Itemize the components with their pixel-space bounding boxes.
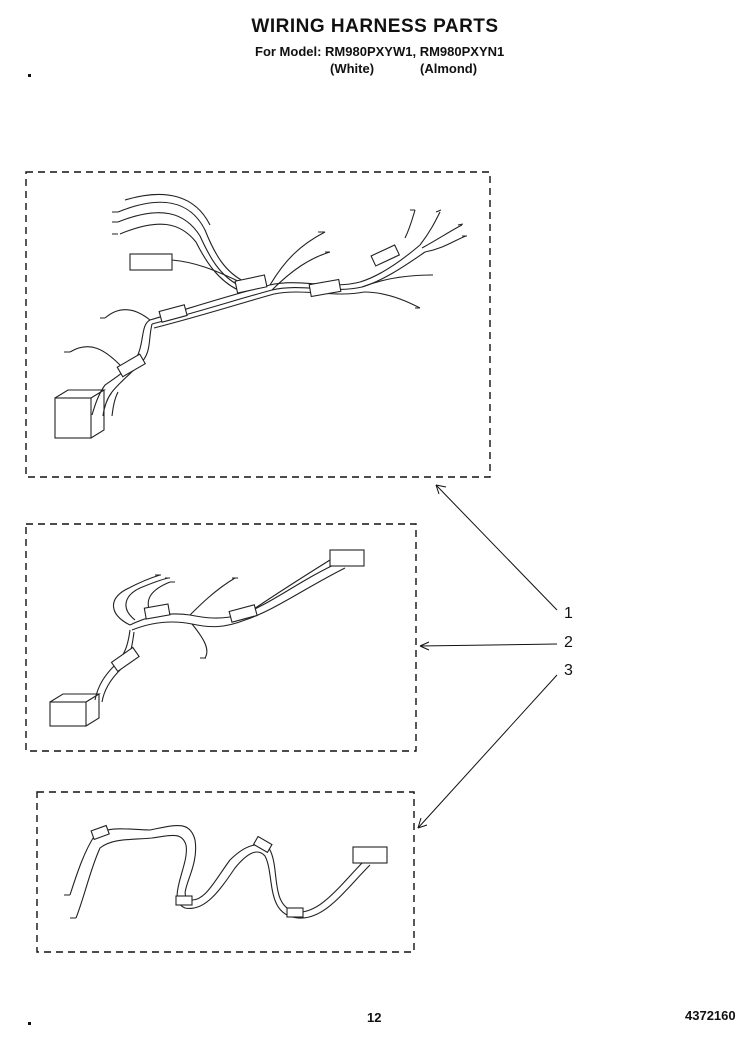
color-white-label: (White)	[330, 61, 375, 76]
leader-lines	[417, 484, 558, 829]
connector-block	[329, 549, 365, 567]
connector-block	[352, 846, 388, 864]
model-line: For Model: RM980PXYW1, RM980PXYN1	[255, 44, 505, 59]
color-almond-label: (Almond)	[420, 61, 478, 76]
sleeve	[158, 304, 188, 323]
sleeve	[370, 244, 401, 267]
plug-block	[49, 701, 87, 727]
page-number: 12	[367, 1010, 382, 1025]
sleeve	[110, 646, 140, 673]
connector-block	[129, 253, 173, 271]
corner-mark	[28, 1022, 31, 1025]
document-number: 4372160	[685, 1008, 736, 1023]
leader-1	[435, 484, 558, 611]
sleeve	[116, 353, 147, 378]
panel-1-frame	[25, 171, 491, 478]
leader-3	[417, 674, 558, 829]
harness-panel-2	[25, 523, 417, 752]
panel-2-frame	[25, 523, 417, 752]
harness-panel-1	[25, 171, 491, 478]
sleeve	[234, 274, 268, 294]
sleeve	[175, 895, 193, 906]
sleeve	[143, 603, 171, 620]
sleeve	[308, 278, 342, 298]
harness-panel-3	[36, 791, 415, 953]
sleeve	[90, 824, 110, 841]
sleeve	[228, 604, 258, 623]
sleeve	[252, 835, 273, 854]
callout-3: 3	[564, 662, 573, 679]
page-title: WIRING HARNESS PARTS	[251, 16, 499, 37]
plug-block	[54, 397, 92, 439]
corner-mark	[28, 74, 31, 77]
leader-2	[419, 643, 558, 647]
callout-2: 2	[564, 634, 573, 651]
callout-1: 1	[564, 605, 573, 622]
sleeve	[286, 907, 304, 918]
panel-3-frame	[36, 791, 415, 953]
